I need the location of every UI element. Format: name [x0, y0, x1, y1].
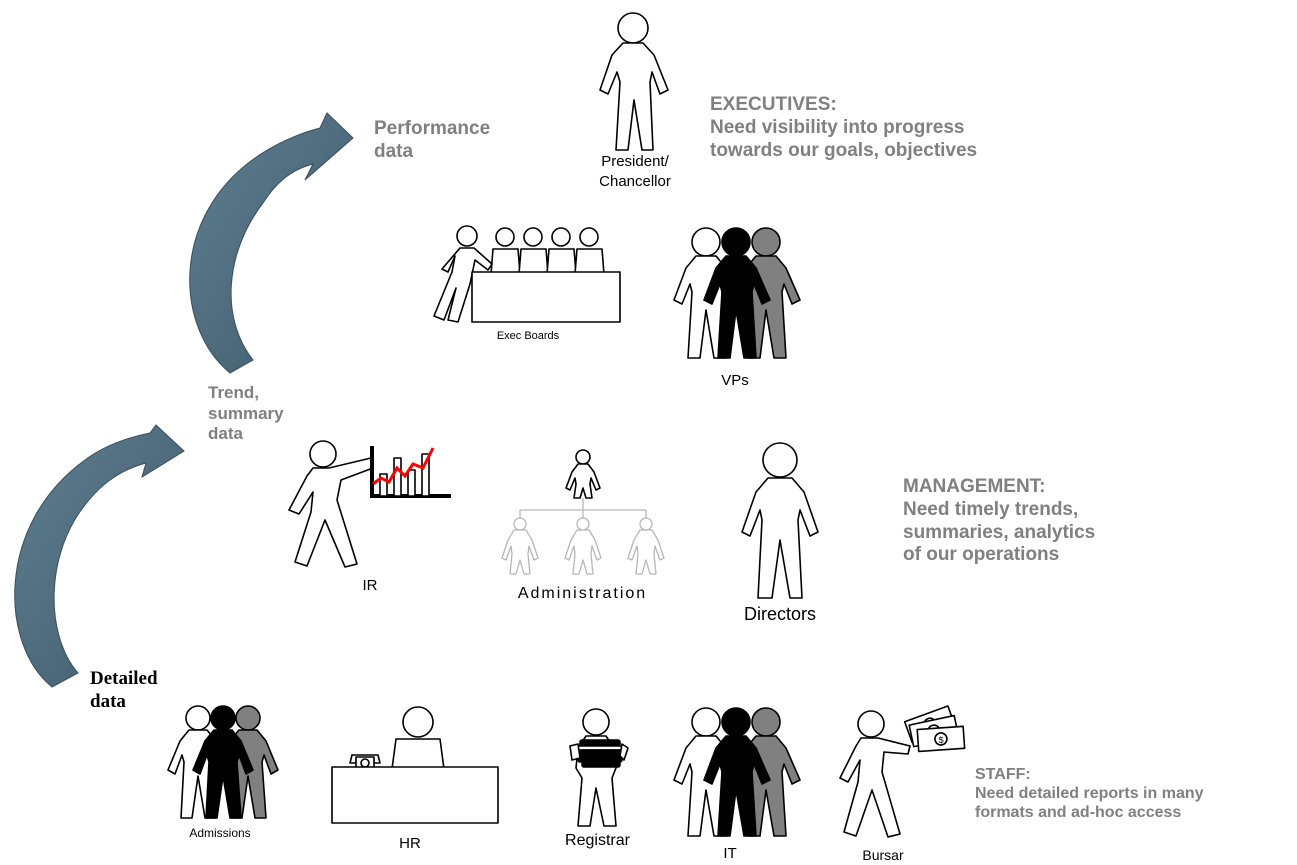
detailed-data-label: Detailed data [90, 668, 158, 712]
hr-reception-desk-icon [331, 706, 499, 824]
staff-heading: STAFF: [975, 766, 1031, 783]
administration-label: Administration [517, 585, 648, 602]
ir-person-icon [288, 440, 374, 568]
ir-label: IR [362, 577, 378, 594]
it-label: IT [723, 845, 737, 862]
trend-summary-data-label: Trend, summary data [208, 383, 284, 444]
exec-boards-label: Exec Boards [496, 330, 560, 342]
registrar-person-icon [569, 708, 629, 827]
executives-caption: EXECUTIVES: Need visibility into progres… [710, 94, 978, 161]
arrow-detailed-to-trend-icon [14, 424, 185, 688]
performance-data-label: Performance data [374, 118, 491, 162]
vps-group-icon [673, 227, 801, 359]
management-caption: MANAGEMENT: Need timely trends, summarie… [903, 476, 1096, 566]
hr-label: HR [399, 835, 421, 852]
books-icon [577, 739, 623, 768]
bar-chart-icon [370, 446, 451, 498]
directors-person-icon [741, 442, 819, 599]
admissions-group-icon [167, 705, 279, 819]
bursar-person-icon [839, 710, 911, 838]
president-person-icon [599, 12, 669, 151]
executives-heading: EXECUTIVES: [710, 94, 837, 115]
vps-label: VPs [721, 372, 749, 389]
admissions-label: Admissions [189, 826, 251, 840]
bursar-label: Bursar [862, 847, 904, 863]
administration-org-chart-icon [501, 449, 665, 575]
phone-icon [349, 754, 381, 770]
it-group-icon [673, 707, 801, 837]
money-icon: $ [903, 705, 966, 753]
management-heading: MANAGEMENT: [903, 476, 1046, 497]
exec-boards-icon [433, 225, 621, 323]
arrow-trend-to-performance-icon [189, 112, 354, 374]
staff-caption: STAFF: Need detailed reports in many for… [975, 766, 1204, 822]
president-label: President/ Chancellor [599, 153, 671, 190]
svg-text:$: $ [938, 735, 944, 745]
registrar-label: Registrar [565, 832, 630, 849]
directors-label: Directors [743, 604, 816, 624]
